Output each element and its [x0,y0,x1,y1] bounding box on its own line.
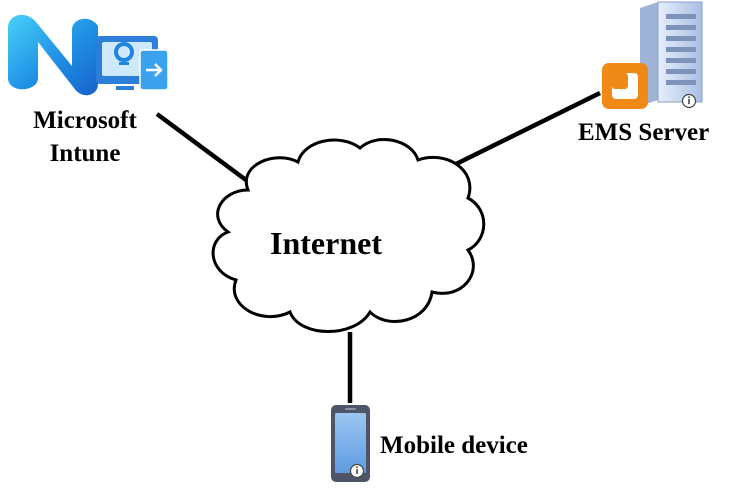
mobile-device-label: Mobile device [380,432,528,459]
internet-label: Internet [270,225,382,261]
smartphone-icon [331,405,370,482]
intune-label-line1: Microsoft [33,107,137,134]
cloud-shape [211,138,486,333]
edge-ems-internet [449,90,601,170]
server-icon [602,1,703,109]
intune-label: Microsoft Intune [0,104,170,170]
ems-server-label: EMS Server [578,119,710,146]
edge-intune-internet [155,112,252,185]
microsoft-intune-icon [8,14,169,96]
intune-label-line2: Intune [49,140,121,167]
